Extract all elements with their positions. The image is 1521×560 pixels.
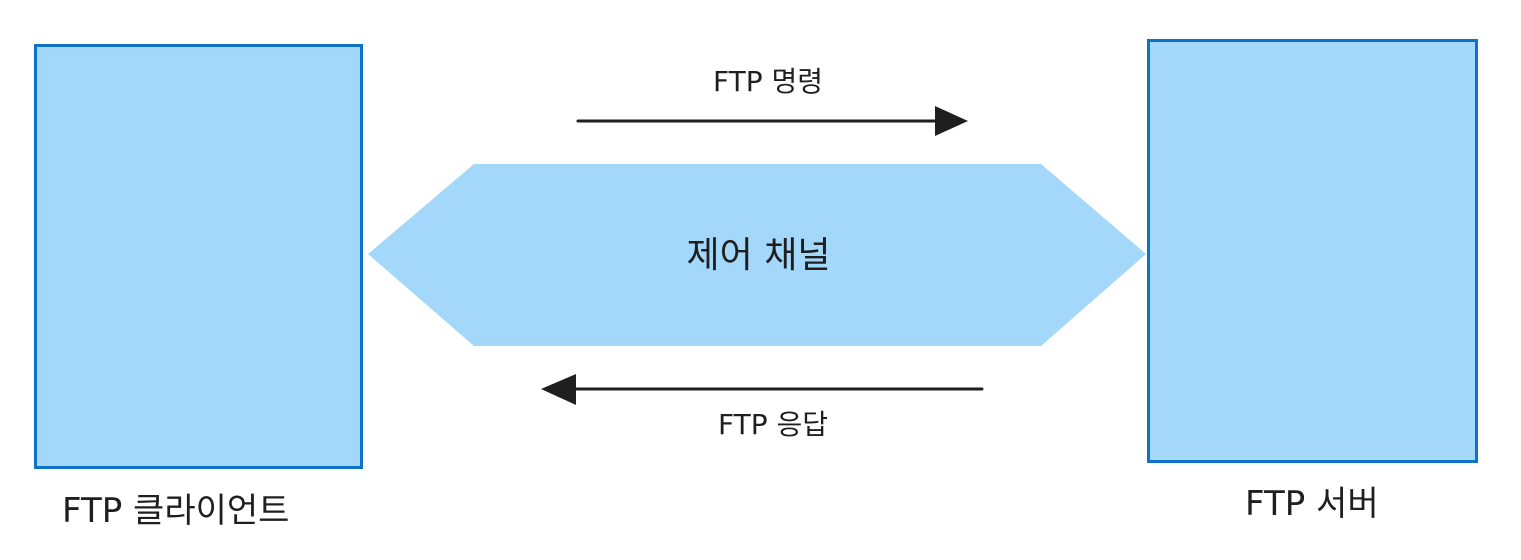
response-arrowhead	[541, 374, 576, 405]
control-channel-shape	[368, 164, 1146, 346]
ftp-server-box	[1147, 39, 1478, 463]
ftp-server-label: FTP 서버	[1245, 484, 1379, 524]
command-arrowhead	[935, 106, 968, 136]
control-channel-label: 제어 채널	[686, 235, 831, 276]
ftp-client-label: FTP 클라이언트	[62, 491, 290, 531]
ftp-response-label: FTP 응답	[718, 408, 829, 441]
ftp-client-box	[34, 44, 363, 469]
ftp-command-label: FTP 명령	[713, 65, 824, 98]
